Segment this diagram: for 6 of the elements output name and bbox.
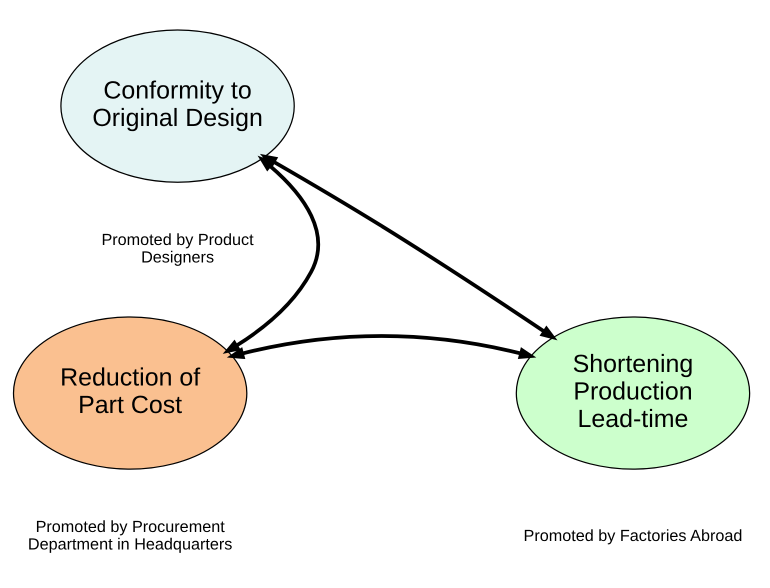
arrow <box>260 153 558 340</box>
node-ellipse: Conformity to Original Design <box>60 28 295 182</box>
node-label: Promoted by Procurement Department in Headquarters <box>28 518 232 554</box>
node-label: Promoted by Product Designers <box>101 230 254 266</box>
arrow <box>226 334 536 359</box>
node-label: Promoted by Factories Abroad <box>524 526 742 544</box>
